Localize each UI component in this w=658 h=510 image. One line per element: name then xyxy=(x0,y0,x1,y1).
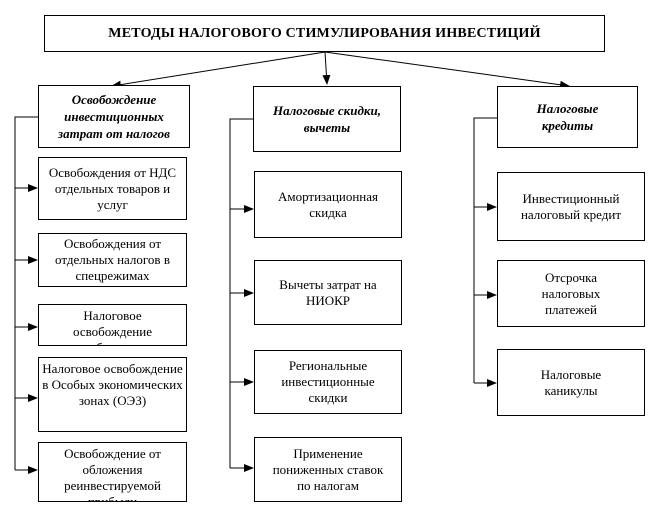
arrow-title-to-col3 xyxy=(324,51,570,89)
col1-item: Освобождения от отдельных налогов в спец… xyxy=(55,236,170,283)
col3-item: Инвестиционный налоговый кредит xyxy=(520,190,622,222)
col2-item-box: Амортизационная скидка xyxy=(254,171,402,238)
col2-heading-box: Налоговые скидки, вычеты xyxy=(253,86,401,152)
col1-item-box: Налоговое освобождение убытков xyxy=(38,304,187,346)
col3-heading: Налоговые кредиты xyxy=(536,101,599,133)
col3-item-box: Отсрочка налоговых платежей xyxy=(497,260,645,327)
col2-item-box: Региональные инвестиционные скидки xyxy=(254,350,402,414)
col3-item-box: Налоговые каникулы xyxy=(497,349,645,416)
col2-heading: Налоговые скидки, вычеты xyxy=(272,103,382,135)
col2-item: Вычеты затрат на НИОКР xyxy=(279,276,377,308)
col3-item: Налоговые каникулы xyxy=(540,366,602,398)
col2-spine xyxy=(229,118,253,468)
diagram-title-box: МЕТОДЫ НАЛОГОВОГО СТИМУЛИРОВАНИЯ ИНВЕСТИ… xyxy=(44,15,605,52)
col3-heading-box: Налоговые кредиты xyxy=(497,86,638,148)
col2-item: Применение пониженных ставок по налогам xyxy=(272,445,384,493)
col3-item-box: Инвестиционный налоговый кредит xyxy=(497,172,645,241)
col2-item: Амортизационная скидка xyxy=(277,188,379,220)
col3-spine xyxy=(473,117,497,383)
col2-item-box: Вычеты затрат на НИОКР xyxy=(254,260,402,325)
arrow-title-to-col2 xyxy=(322,51,331,85)
col1-heading: Освобождение инвестиционных затрат от на… xyxy=(58,92,170,141)
col2-item: Региональные инвестиционные скидки xyxy=(281,358,375,405)
col1-item-box: Освобождения от отдельных налогов в спец… xyxy=(38,233,187,287)
col1-item: Освобождения от НДС отдельных товаров и … xyxy=(48,164,177,212)
col1-heading-box: Освобождение инвестиционных затрат от на… xyxy=(38,85,190,148)
col1-item-box: Освобождения от НДС отдельных товаров и … xyxy=(38,157,187,220)
col1-item: Налоговое освобождение убытков xyxy=(73,308,152,345)
col1-item-box: Налоговое освобождение в Особых экономич… xyxy=(38,357,187,432)
col3-item: Отсрочка налоговых платежей xyxy=(541,269,601,317)
diagram-title: МЕТОДЫ НАЛОГОВОГО СТИМУЛИРОВАНИЯ ИНВЕСТИ… xyxy=(108,25,541,41)
col1-spine xyxy=(14,116,38,470)
col1-item: Налоговое освобождение в Особых экономич… xyxy=(42,361,183,408)
col1-item: Освобождение от обложения реинвестируемо… xyxy=(64,446,161,502)
arrow-title-to-col1 xyxy=(111,51,326,89)
col1-item-box: Освобождение от обложения реинвестируемо… xyxy=(38,442,187,502)
col2-item-box: Применение пониженных ставок по налогам xyxy=(254,437,402,502)
